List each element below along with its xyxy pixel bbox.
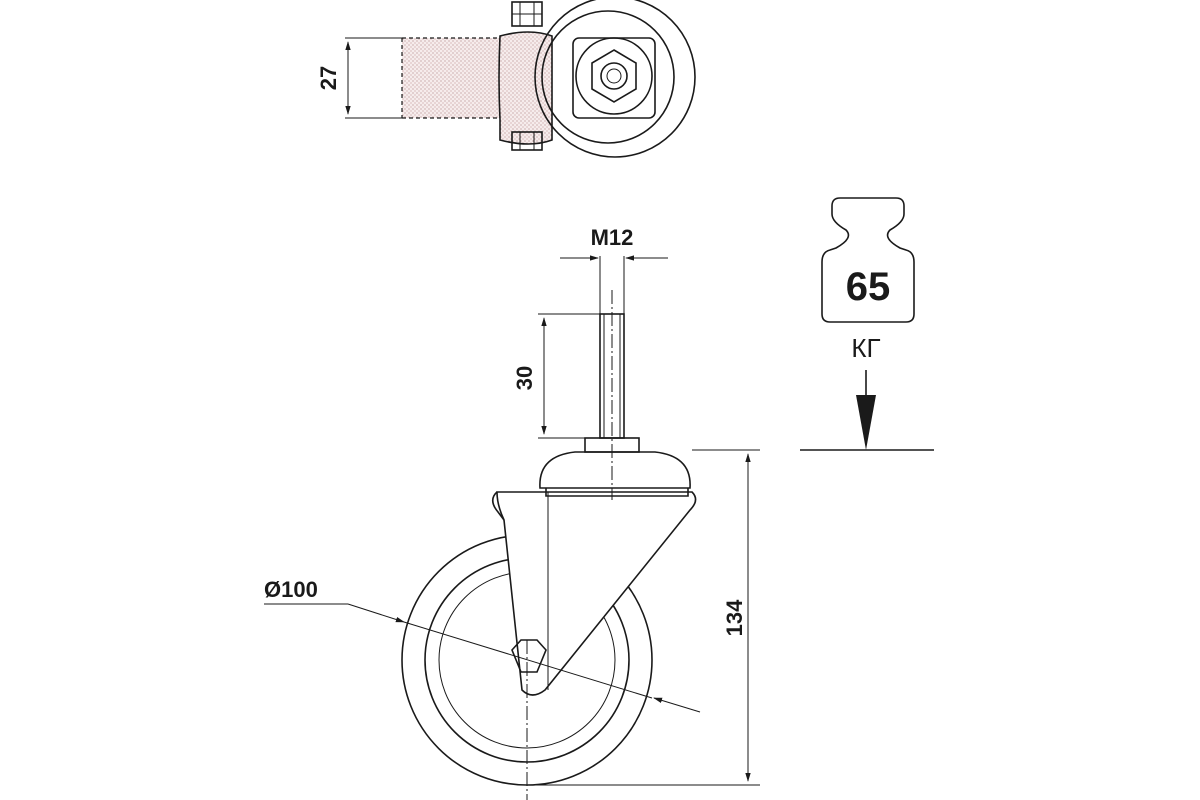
axle-hex bbox=[511, 639, 547, 673]
swivel-cap bbox=[539, 451, 691, 489]
weight-icon bbox=[821, 197, 915, 323]
front-view: M12 30 134 Ø100 bbox=[264, 225, 760, 800]
top-view-plate bbox=[534, 0, 696, 158]
fork-bracket bbox=[496, 491, 697, 696]
dim-stem-length: 30 bbox=[512, 366, 537, 390]
top-view-fork bbox=[498, 31, 553, 145]
top-view-bolt-bottom bbox=[511, 131, 543, 151]
load-value: 65 bbox=[846, 265, 891, 309]
hex-nut bbox=[591, 49, 637, 103]
dim-thread-size: M12 bbox=[591, 225, 634, 250]
dim-total-height: 134 bbox=[722, 599, 747, 636]
load-capacity: 65 КГ bbox=[800, 197, 934, 451]
load-arrow-icon bbox=[856, 395, 876, 450]
dim-wheel-diameter: Ø100 bbox=[264, 577, 318, 602]
dim-wheel-width: 27 bbox=[316, 66, 341, 90]
load-unit: КГ bbox=[851, 333, 880, 363]
top-view: 27 bbox=[316, 0, 696, 158]
top-view-inner-disk bbox=[541, 10, 675, 144]
